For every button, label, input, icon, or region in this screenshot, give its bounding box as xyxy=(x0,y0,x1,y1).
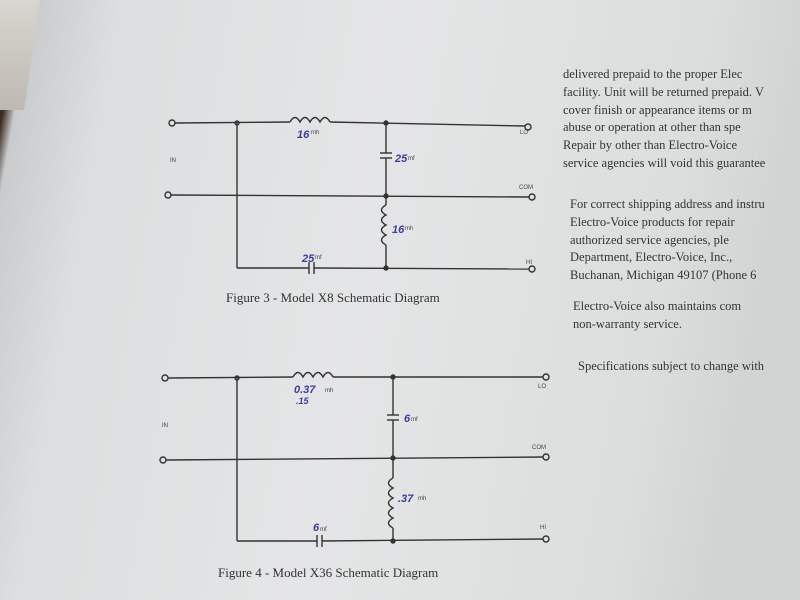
com-label: COM xyxy=(532,445,546,451)
in-label: IN xyxy=(162,423,168,429)
text-line: delivered prepaid to the proper Elec xyxy=(563,67,743,81)
hi-terminal xyxy=(542,535,550,543)
figure-3-schematic xyxy=(164,116,536,274)
com-wire xyxy=(165,456,544,461)
lo-label: LO xyxy=(520,130,528,136)
in-terminal-bottom xyxy=(159,456,167,464)
hi-label: HI xyxy=(540,525,546,531)
inductor-icon xyxy=(387,477,395,529)
lo-terminal xyxy=(524,123,532,131)
series-inductor-value: 0.37 xyxy=(294,384,316,396)
in-terminal-top xyxy=(168,119,176,127)
com-wire xyxy=(170,194,530,198)
hi-label: HI xyxy=(526,260,532,266)
wire xyxy=(329,121,526,127)
unit: mf xyxy=(315,255,322,261)
unit: mh xyxy=(418,496,426,502)
lo-label: LO xyxy=(538,384,546,390)
text-line: Buchanan, Michigan 49107 (Phone 6 xyxy=(570,268,757,283)
com-terminal xyxy=(542,453,550,461)
in-terminal-bottom xyxy=(164,191,172,199)
figure-4-caption: Figure 4 - Model X36 Schematic Diagram xyxy=(218,565,439,580)
text-line: cover finish or appearance items or m xyxy=(563,102,752,117)
unit: mf xyxy=(320,527,327,533)
com-label: COM xyxy=(519,185,533,191)
text-line: Specifications subject to change with xyxy=(578,359,765,373)
specifications-note: Specifications subject to change with xyxy=(578,358,764,376)
inductor-icon xyxy=(289,116,331,124)
text-line: abuse or operation at other than spe xyxy=(563,120,741,135)
text-line: non-warranty service. xyxy=(573,316,682,331)
in-label: IN xyxy=(170,158,176,164)
series-inductor-note: .15 xyxy=(296,396,310,406)
lo-terminal xyxy=(542,373,550,381)
unit: mh xyxy=(325,388,333,394)
unit: mf xyxy=(411,417,418,423)
series-inductor-value: 16 xyxy=(297,129,310,141)
figure-4-schematic xyxy=(159,371,550,547)
unit: mh xyxy=(311,130,319,136)
shunt-capacitor-value: 6 xyxy=(404,413,411,425)
text-line: service agencies will void this guarante… xyxy=(563,155,766,170)
unit: mf xyxy=(408,156,415,162)
com-terminal xyxy=(528,193,536,201)
hi-terminal xyxy=(528,265,536,273)
text-line: For correct shipping address and instru xyxy=(570,197,765,211)
wire xyxy=(174,121,291,124)
text-line: Electro-Voice products for repair xyxy=(570,214,735,229)
shunt-inductor-value: 16 xyxy=(392,224,405,236)
shunt-inductor-value: .37 xyxy=(398,493,414,505)
figure-3-caption: Figure 3 - Model X8 Schematic Diagram xyxy=(226,290,440,305)
inductor-icon xyxy=(292,371,334,379)
shipping-paragraph: For correct shipping address and instru … xyxy=(570,196,765,285)
text-line: facility. Unit will be returned prepaid.… xyxy=(563,84,764,99)
in-terminal-top xyxy=(161,374,169,382)
text-line: authorized service agencies, ple xyxy=(570,232,729,247)
series-capacitor-value: 6 xyxy=(313,522,320,534)
warranty-paragraph: delivered prepaid to the proper Elec fac… xyxy=(563,66,765,173)
unit: mh xyxy=(405,226,413,232)
service-paragraph: Electro-Voice also maintains com non-war… xyxy=(573,298,741,334)
shunt-capacitor-value: 25 xyxy=(394,153,408,165)
text-line: Electro-Voice also maintains com xyxy=(573,299,742,313)
text-line: Department, Electro-Voice, Inc., xyxy=(570,250,733,265)
inductor-icon xyxy=(380,204,388,246)
text-line: Repair by other than Electro-Voice xyxy=(563,138,738,153)
series-capacitor-value: 25 xyxy=(301,253,315,265)
